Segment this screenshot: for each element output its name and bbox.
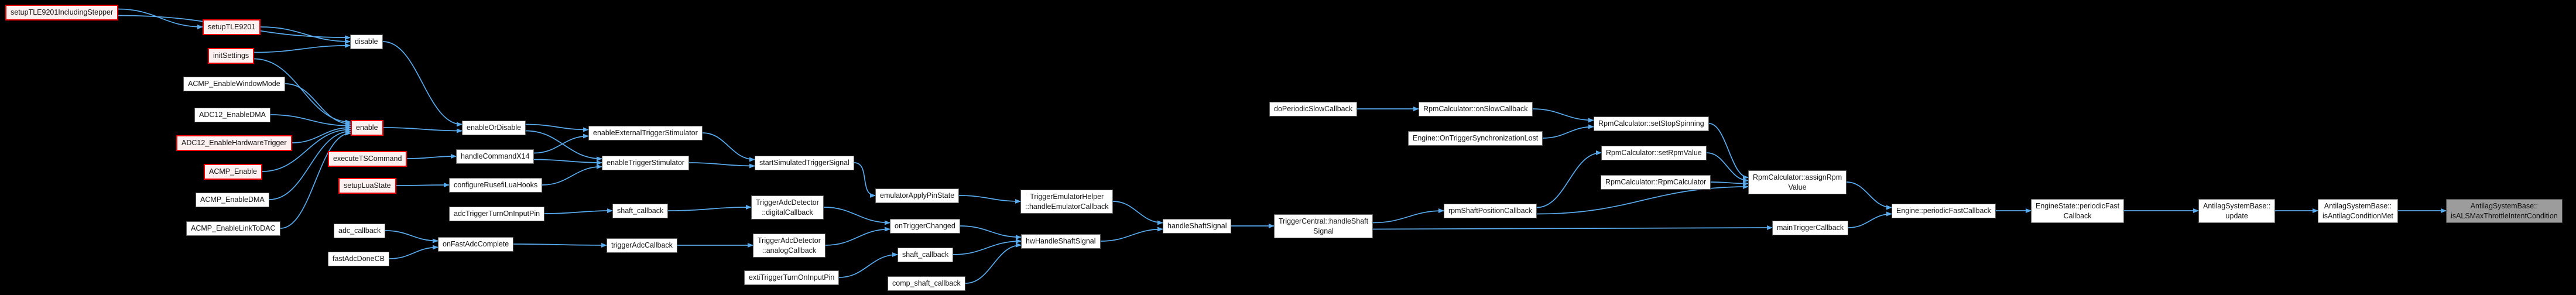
graph-node-setup-tle9201[interactable]: setupTLE9201 [203,19,261,35]
edge-rpm-shaft-position-callback--rpm-calculator-assign-rpm-value [1536,184,1749,215]
edge-handle-command-x14--enable-trigger-stimulator [533,159,602,165]
edge-setup-tle9201--disable [260,26,351,44]
edge-rpm-calculator-assign-rpm-value--engine-periodic-fast-callback [1846,181,1892,210]
edge-acmp-enable-link-to-dac--enable [280,131,351,229]
graph-node-engine-on-trigger-synchronization-lost[interactable]: Engine::OnTriggerSynchronizationLost [1408,131,1543,146]
graph-node-emulator-apply-pin-state[interactable]: emulatorApplyPinState [875,188,960,203]
graph-node-trigger-central-handle-shaft-signal[interactable]: TriggerCentral::handleShaft Signal [1274,214,1373,238]
edge-enable-or-disable--enable-external-trigger-stimulator [525,124,589,132]
graph-node-disable[interactable]: disable [350,35,383,49]
edge-enable-trigger-stimulator--start-simulated-trigger-signal [688,162,755,169]
graph-node-shaft-callback-2[interactable]: shaft_callback [898,248,954,262]
edge-init-settings--enable [254,58,351,125]
graph-node-hw-handle-shaft-signal[interactable]: hwHandleShaftSignal [1021,234,1101,249]
edge-start-simulated-trigger-signal--emulator-apply-pin-state [854,162,876,198]
edge-acmp-enable-window-mode--enable [285,83,351,126]
edge-on-fast-adc-complete--trigger-adc-callback [513,242,607,248]
graph-node-acmp-enable-link-to-dac[interactable]: ACMP_EnableLinkToDAC [186,221,280,236]
graph-node-adc12-enable-dma[interactable]: ADC12_EnableDMA [194,108,270,122]
graph-node-rpm-calculator-set-stop-spinning[interactable]: RpmCalculator::setStopSpinning [1594,116,1709,131]
graph-node-init-settings[interactable]: initSettings [208,48,255,64]
edge-trigger-adc-detector-digital-callback--on-trigger-changed [823,207,890,225]
graph-node-acmp-enable-window-mode[interactable]: ACMP_EnableWindowMode [183,77,285,91]
edge-rpm-calculator-rpm-calculator--rpm-calculator-assign-rpm-value [1710,181,1749,186]
edge-enable--enable-or-disable [383,127,463,133]
edge-enable-or-disable--enable-trigger-stimulator [525,130,602,162]
graph-node-acmp-enable-dma[interactable]: ACMP_EnableDMA [196,193,269,207]
edge-init-settings--disable [254,43,351,53]
edge-shaft-callback-2--hw-handle-shaft-signal [953,239,1022,255]
edge-execute-ts-command--handle-command-x14 [406,154,457,159]
edge-trigger-emulator-helper-handle-emulator-callback--handle-shaft-signal [1112,201,1163,225]
graph-node-handle-shaft-signal[interactable]: handleShaftSignal [1163,219,1232,234]
graph-node-antilag-update[interactable]: AntilagSystemBase:: update [2198,199,2276,223]
graph-node-fast-adc-done-cb[interactable]: fastAdcDoneCB [328,252,389,266]
graph-node-main-trigger-callback[interactable]: mainTriggerCallback [1772,221,1849,235]
edge-main-trigger-callback--engine-periodic-fast-callback [1848,211,1892,228]
graph-node-enable-trigger-stimulator[interactable]: enableTriggerStimulator [602,156,689,170]
edge-emulator-apply-pin-state--trigger-emulator-helper-handle-emulator-callback [958,195,1021,204]
graph-node-exti-trigger-turn-on-input-pin[interactable]: extiTriggerTurnOnInputPin [744,270,840,285]
graph-node-acmp-enable[interactable]: ACMP_Enable [204,164,262,180]
graph-node-antilag-is-als-max-throttle-intent-condition: AntilagSystemBase:: isALSMaxThrottleInte… [2446,199,2563,223]
graph-node-trigger-adc-detector-digital-callback[interactable]: TriggerAdcDetector ::digitalCallback [751,195,824,219]
edge-rpm-calculator-set-rpm-value--rpm-calculator-assign-rpm-value [1706,152,1749,183]
edge-enable-external-trigger-stimulator--start-simulated-trigger-signal [702,132,755,162]
graph-node-enable-external-trigger-stimulator[interactable]: enableExternalTriggerStimulator [588,126,703,140]
graph-node-trigger-adc-callback[interactable]: triggerAdcCallback [607,238,677,253]
edge-acmp-enable-dma--enable [269,129,351,200]
edge-engine-on-trigger-synchronization-lost--rpm-calculator-set-stop-spinning [1542,124,1594,139]
graph-node-enable-or-disable[interactable]: enableOrDisable [462,121,526,135]
graph-node-execute-ts-command[interactable]: executeTSCommand [328,151,407,167]
graph-node-rpm-calculator-assign-rpm-value[interactable]: RpmCalculator::assignRpm Value [1748,170,1847,194]
edge-adc12-enable-dma--enable [270,114,351,128]
graph-node-setup-tle9201-including-stepper[interactable]: setupTLE9201IncludingStepper [5,5,119,20]
graph-node-adc12-enable-hardware-trigger[interactable]: ADC12_EnableHardwareTrigger [176,135,292,151]
edge-shaft-callback-1--trigger-adc-detector-digital-callback [667,205,752,211]
edge-disable--enable-or-disable [382,41,463,127]
graph-node-adc-callback[interactable]: adc_callback [334,224,386,238]
graph-node-handle-command-x14[interactable]: handleCommandX14 [456,149,535,164]
edge-rpm-shaft-position-callback--rpm-calculator-set-rpm-value [1536,150,1602,208]
graph-node-rpm-calculator-set-rpm-value[interactable]: RpmCalculator::setRpmValue [1601,146,1707,160]
edge-adc12-enable-hardware-trigger--enable [292,125,351,143]
edge-adc-trigger-turn-on-input-pin--shaft-callback-1 [544,208,613,214]
graph-node-antilag-is-antilag-condition-met[interactable]: AntilagSystemBase:: isAntilagConditionMe… [2318,199,2398,223]
edge-exti-trigger-turn-on-input-pin--shaft-callback-2 [838,252,898,278]
graph-node-on-fast-adc-complete[interactable]: onFastAdcComplete [438,237,514,252]
edge-trigger-central-handle-shaft-signal--main-trigger-callback [1372,225,1773,231]
edge-setup-tle9201-including-stepper--setup-tle9201 [118,8,203,29]
edge-adc-callback--on-fast-adc-complete [385,230,439,243]
edge-handle-command-x14--enable-external-trigger-stimulator [533,133,589,154]
graph-node-rpm-shaft-position-callback[interactable]: rpmShaftPositionCallback [1444,204,1537,218]
graph-node-engine-state-periodic-fast-callback[interactable]: EngineState::periodicFast Callback [2031,199,2125,223]
graph-node-adc-trigger-turn-on-input-pin[interactable]: adcTriggerTurnOnInputPin [449,207,545,221]
graph-node-configure-rusefi-lua-hooks[interactable]: configureRusefiLuaHooks [449,178,543,193]
graph-node-comp-shaft-callback[interactable]: comp_shaft_callback [888,276,965,291]
edge-rpm-calculator-on-slow-callback--rpm-calculator-set-stop-spinning [1532,108,1594,123]
graph-node-on-trigger-changed[interactable]: onTriggerChanged [890,219,960,234]
graph-node-do-periodic-slow-callback[interactable]: doPeriodicSlowCallback [1269,102,1358,116]
graph-node-engine-periodic-fast-callback[interactable]: Engine::periodicFastCallback [1892,204,1996,218]
edge-comp-shaft-callback--hw-handle-shaft-signal [965,242,1022,284]
edge-hw-handle-shaft-signal--handle-shaft-signal [1100,227,1163,242]
graph-node-trigger-emulator-helper-handle-emulator-callback[interactable]: TriggerEmulatorHelper ::handleEmulatorCa… [1020,190,1114,214]
edge-configure-rusefi-lua-hooks--enable-trigger-stimulator [542,164,602,186]
edge-on-trigger-changed--hw-handle-shaft-signal [960,225,1022,240]
edge-acmp-enable--enable [262,127,351,172]
edge-fast-adc-done-cb--on-fast-adc-complete [389,245,439,259]
graph-node-trigger-adc-detector-analog-callback[interactable]: TriggerAdcDetector ::analogCallback [753,234,825,258]
graph-node-rpm-calculator-on-slow-callback[interactable]: RpmCalculator::onSlowCallback [1419,102,1533,116]
edge-trigger-adc-detector-analog-callback--on-trigger-changed [825,227,890,246]
edge-setup-lua-state--configure-rusefi-lua-hooks [396,183,450,188]
graph-node-shaft-callback-1[interactable]: shaft_callback [612,204,669,218]
graph-node-rpm-calculator-rpm-calculator[interactable]: RpmCalculator::RpmCalculator [1601,175,1711,190]
graph-node-enable[interactable]: enable [351,120,383,136]
edge-rpm-calculator-set-stop-spinning--rpm-calculator-assign-rpm-value [1708,123,1749,180]
edge-trigger-central-handle-shaft-signal--rpm-shaft-position-callback [1372,208,1444,224]
graph-node-start-simulated-trigger-signal[interactable]: startSimulatedTriggerSignal [755,156,854,170]
graph-node-setup-lua-state[interactable]: setupLuaState [338,178,396,194]
